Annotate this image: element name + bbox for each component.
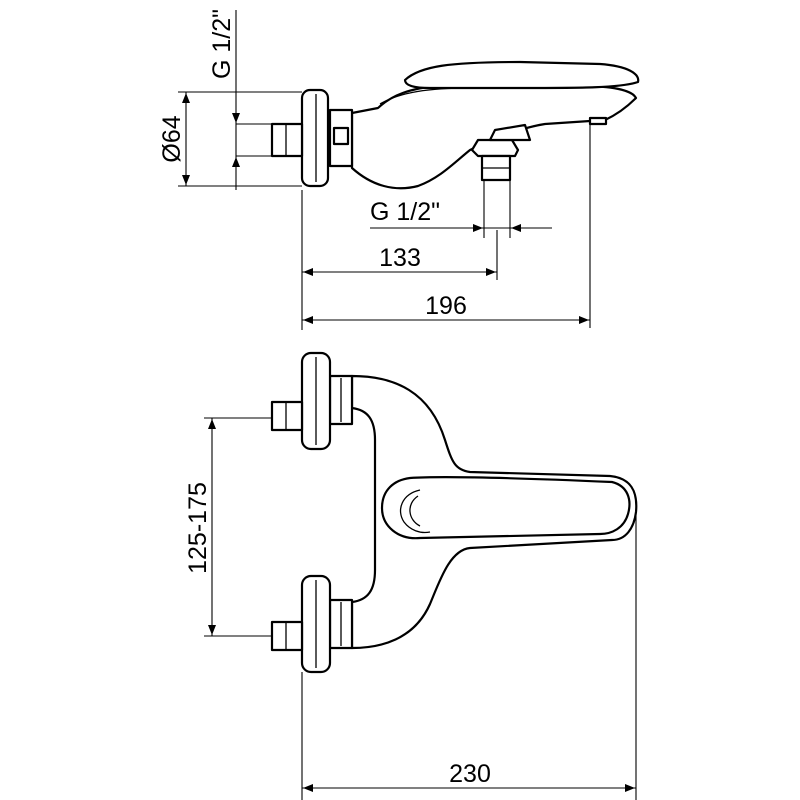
label-centres: 125-175 [184,482,212,574]
dim-outlet-thread: G 1/2" [370,180,552,238]
plan-upper-inlet [270,400,304,432]
label-overall-length: 230 [449,760,491,788]
dim-flange-diameter: Ø64 [158,91,302,187]
plan-view: 125-175 230 [184,351,638,800]
label-flange-diameter: Ø64 [158,115,186,162]
dim-inlet-thread: G 1/2" [208,9,272,190]
label-spout-length: 196 [425,292,467,320]
dim-spout-length: 196 [302,124,591,328]
dim-centres: 125-175 [184,417,272,637]
label-inlet-thread: G 1/2" [208,9,236,79]
label-outlet-offset: 133 [379,244,421,272]
side-inlet-stub [270,122,304,158]
plan-lever-handle [380,476,631,540]
side-view: Ø64 G 1/2" G 1/2" 133 [158,9,640,330]
label-outlet-thread: G 1/2" [370,198,440,226]
side-lever-handle [403,60,640,90]
plan-lower-inlet [270,620,304,652]
side-spout-tip [588,116,608,126]
dim-overall-length: 230 [301,512,637,800]
side-wall-flange [300,88,330,188]
side-outlet-nut [470,138,520,158]
dim-outlet-offset: 133 [301,190,498,330]
